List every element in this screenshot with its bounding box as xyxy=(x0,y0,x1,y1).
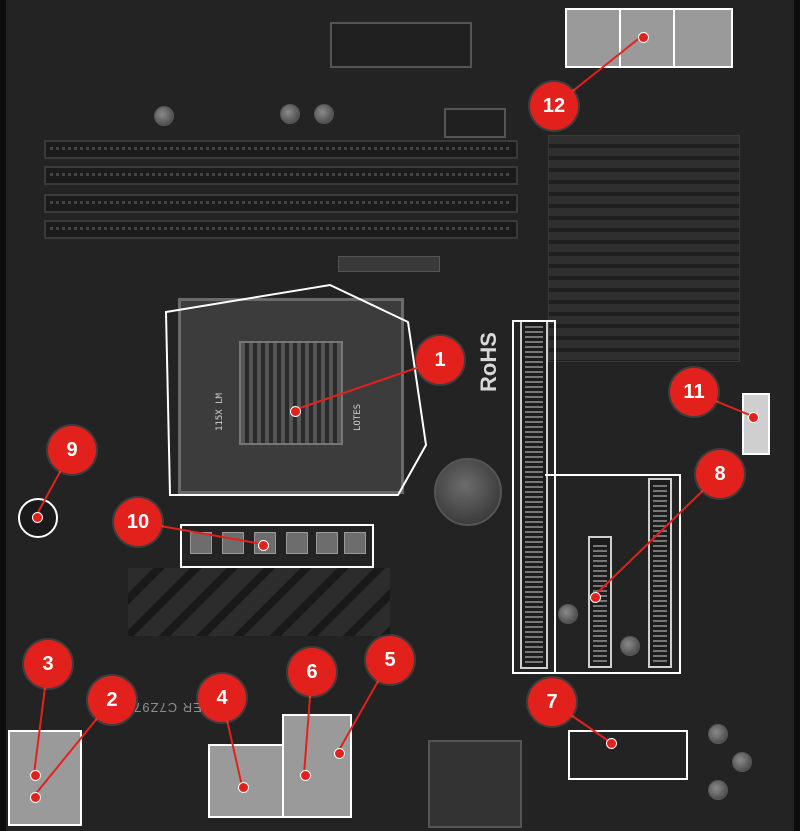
pcie-x16-slot xyxy=(520,320,548,669)
capacitor xyxy=(708,780,728,800)
callout-3: 3 xyxy=(24,640,72,688)
capacitor xyxy=(154,106,174,126)
choke xyxy=(316,532,338,554)
capacitor xyxy=(280,104,300,124)
audio-jack-stack xyxy=(428,740,522,828)
capacitor xyxy=(732,752,752,772)
callout-dot-8 xyxy=(589,591,601,603)
socket-marking: 115X LM xyxy=(215,393,225,431)
usb-stack-left xyxy=(8,730,82,826)
audio-header-outline xyxy=(568,730,688,780)
two-pin-header-outline xyxy=(742,393,770,455)
callout-dot-1 xyxy=(289,405,301,417)
capacitor xyxy=(620,636,640,656)
callout-2: 2 xyxy=(88,676,136,724)
socket-pins xyxy=(239,341,343,445)
pcie-x1-outline xyxy=(545,474,681,674)
callout-8: 8 xyxy=(696,450,744,498)
callout-12: 12 xyxy=(530,82,578,130)
barcode-sticker xyxy=(338,256,440,272)
ram-slot-2 xyxy=(44,166,518,185)
cmos-battery xyxy=(434,458,502,526)
callout-dot-4 xyxy=(237,781,249,793)
callout-5: 5 xyxy=(366,636,414,684)
callout-dot-6 xyxy=(299,769,311,781)
callout-dot-3 xyxy=(29,769,41,781)
rohs-mark: RoHS xyxy=(476,332,501,392)
callout-7: 7 xyxy=(528,678,576,726)
choke xyxy=(286,532,308,554)
callout-dot-5 xyxy=(333,747,345,759)
chipset-heatsink xyxy=(548,135,740,362)
capacitor xyxy=(708,724,728,744)
eight-pin-connector xyxy=(444,108,506,138)
callout-dot-2 xyxy=(29,791,41,803)
callout-9: 9 xyxy=(48,426,96,474)
usb-ethernet-stack xyxy=(208,744,284,818)
callout-1: 1 xyxy=(416,336,464,384)
vrm-chokes-outline xyxy=(180,524,374,568)
choke xyxy=(344,532,366,554)
ram-slot-1 xyxy=(44,140,518,159)
choke xyxy=(222,532,244,554)
hdmi-dvi-stack xyxy=(282,714,352,818)
callout-dot-12 xyxy=(637,31,649,43)
ram-slot-3 xyxy=(44,194,518,213)
choke xyxy=(190,532,212,554)
atx-power-connector xyxy=(330,22,472,68)
callout-dot-9 xyxy=(31,511,43,523)
ram-slot-4 xyxy=(44,220,518,239)
callout-dot-11 xyxy=(747,411,759,423)
callout-dot-7 xyxy=(605,737,617,749)
callout-6: 6 xyxy=(288,648,336,696)
pcie-slots-outline xyxy=(512,320,556,674)
callout-dot-10 xyxy=(257,539,269,551)
capacitor xyxy=(314,104,334,124)
capacitor xyxy=(558,604,578,624)
callout-11: 11 xyxy=(670,368,718,416)
socket-code: LOTES xyxy=(353,403,363,431)
cpu-socket: 115X LM LOTES xyxy=(178,298,404,494)
vrm-heatsink xyxy=(128,568,390,636)
fan-connector-1 xyxy=(565,8,621,68)
callout-4: 4 xyxy=(198,674,246,722)
fan-connector-3 xyxy=(673,8,733,68)
callout-10: 10 xyxy=(114,498,162,546)
